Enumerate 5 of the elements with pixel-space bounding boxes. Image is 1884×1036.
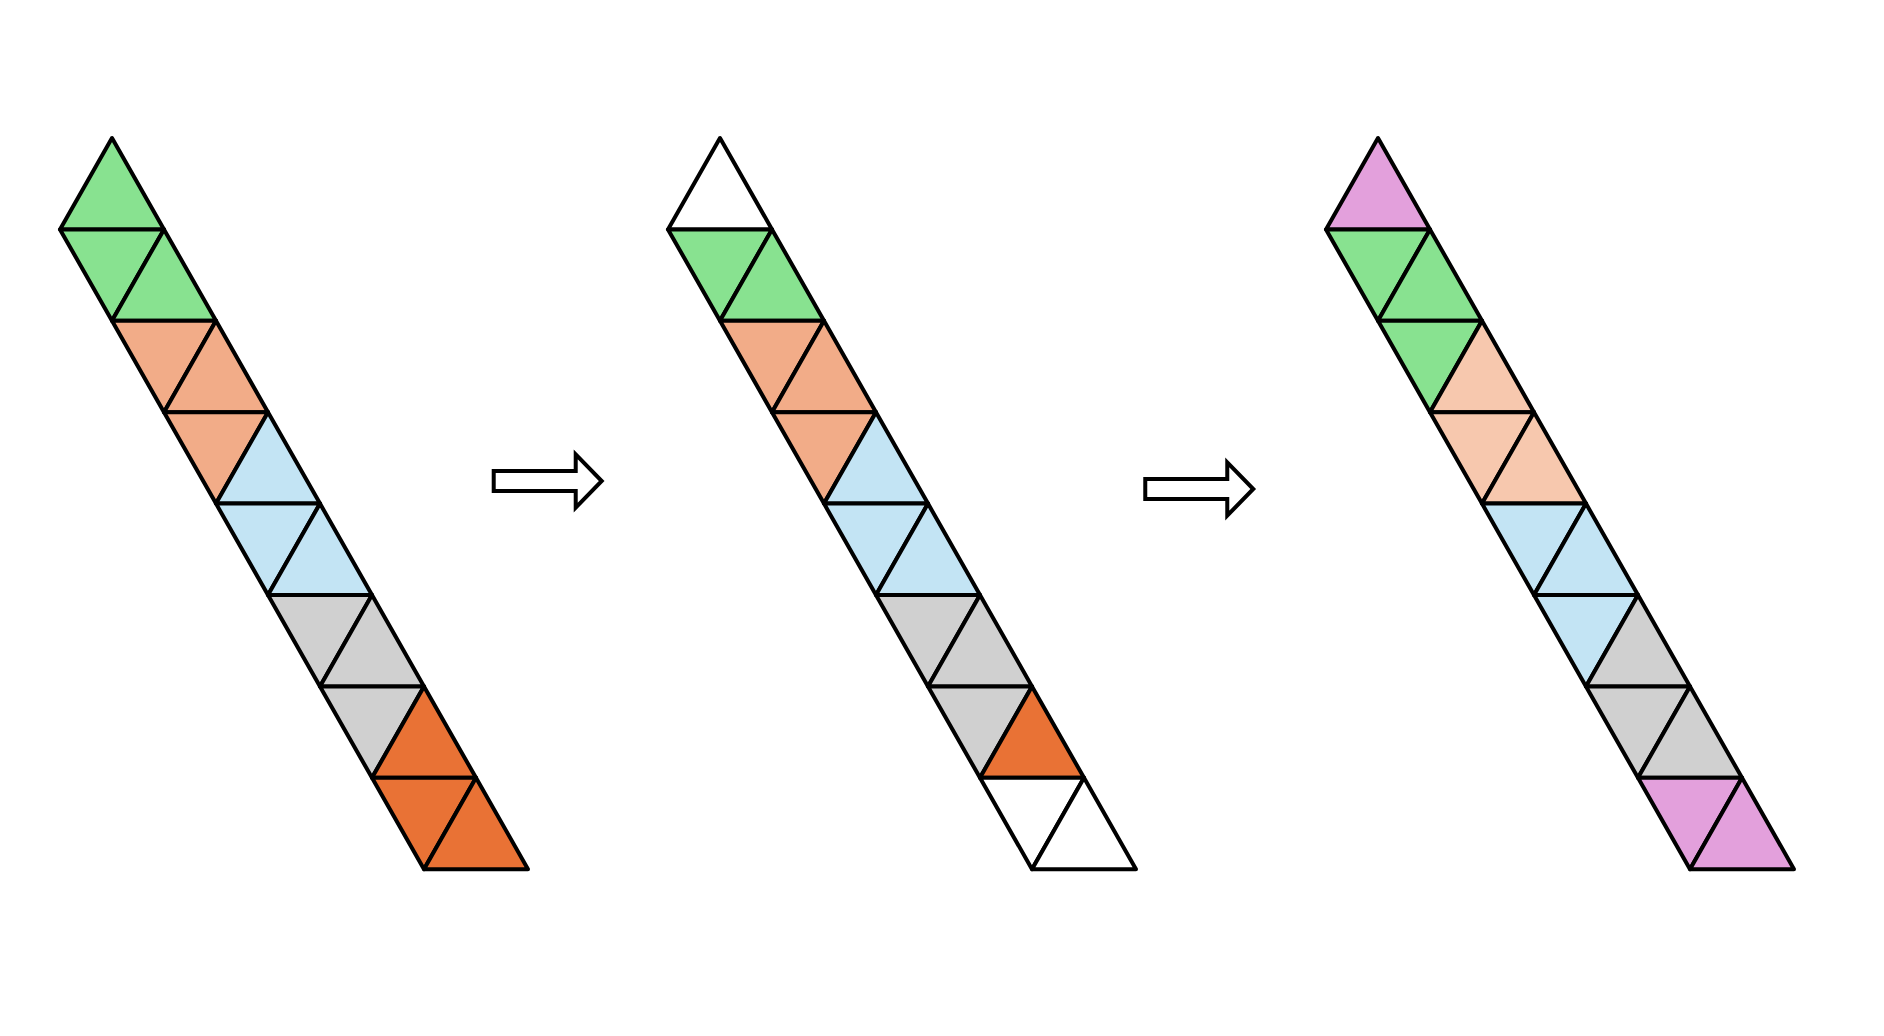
block-arrow (491, 449, 605, 513)
triangle-strip (664, 133, 1140, 873)
block-arrow (1143, 457, 1257, 521)
triangle-strip (56, 133, 532, 873)
triangle-strip (1322, 133, 1798, 873)
